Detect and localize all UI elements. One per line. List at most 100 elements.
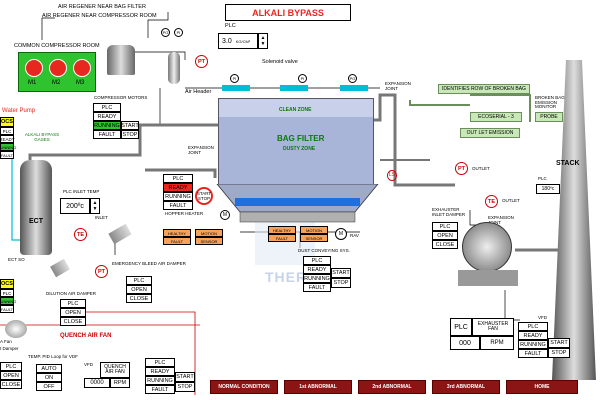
bag-filter-body: CLEAN ZONE BAG FILTER DUSTY ZONE — [218, 98, 374, 186]
quench-plc-label: PLC — [145, 358, 175, 367]
heater-stop-label: STOP — [197, 196, 211, 201]
left-running-status: RUNNING — [0, 143, 17, 151]
dust-ready-status: READY — [303, 265, 331, 274]
exh-damper-open-button[interactable]: OPEN — [432, 231, 458, 240]
motor-m1-label: M1 — [28, 80, 37, 86]
emergency-plc-label: PLC — [126, 276, 152, 285]
nav-normal-condition-button[interactable]: NORMAL CONDITION — [210, 380, 278, 394]
label-common-compressor-room: COMMON COMPRESSOR ROOM — [14, 43, 100, 49]
heater-fault-status: FAULT — [163, 201, 193, 210]
label-hopper-heater: HOPPER HEATER — [165, 211, 204, 216]
quench-on-button[interactable]: ON — [36, 373, 62, 382]
quench-off-button[interactable]: OFF — [36, 382, 62, 391]
exh-fault-status: FAULT — [518, 349, 548, 358]
dust-stop-button[interactable]: STOP — [331, 278, 351, 288]
inlet-temp-updown-button[interactable]: ▲▼ — [90, 198, 100, 214]
emergency-open-button[interactable]: OPEN — [126, 285, 152, 294]
label-ect-so: ECT SO — [8, 257, 25, 262]
ect-tower: ECT — [20, 160, 52, 255]
dust-start-button[interactable]: START — [331, 268, 351, 278]
dilution-close-button[interactable]: CLOSE — [60, 317, 86, 326]
motion-2-status: MOTION — [300, 226, 328, 234]
hopper-icon — [216, 184, 379, 223]
ls-sensor-icon: LS — [387, 170, 398, 181]
label-exhauster-inlet-damper: EXHAUSTER INLET DAMPER — [432, 207, 466, 217]
dust-plc-label: PLC — [303, 256, 331, 265]
emergency-close-button[interactable]: CLOSE — [126, 294, 152, 303]
nav-home-button[interactable]: HOME — [506, 380, 578, 394]
te-sensor-outlet-icon: TE — [485, 195, 498, 208]
solenoid-valve-2 — [280, 85, 308, 91]
stack-plc-label: PLC — [538, 176, 547, 181]
comp-stop-button[interactable]: STOP — [121, 130, 139, 139]
label-dust-conveying: DUST CONVEYING SYS. — [298, 248, 350, 253]
heater-start-stop-button[interactable]: START STOP — [195, 187, 213, 205]
left-ready-status: READY — [0, 135, 15, 143]
pressure-unit: KG/CM² — [235, 38, 251, 44]
healthy-2-status: HEALTHY — [268, 226, 296, 234]
exhauster-vfd-label: VFD — [538, 315, 547, 320]
nav-2nd-abnormal-button[interactable]: 2nd ABNORMAL — [358, 380, 426, 394]
label-outlet: OUTLET — [472, 166, 490, 171]
comp-fault-status: FAULT — [93, 130, 121, 139]
label-expansion-joint-right: EXPANSION JOINT — [488, 215, 514, 225]
quench-stop-button[interactable]: STOP — [175, 382, 195, 392]
pt-sensor-left-icon: PT — [95, 265, 108, 278]
label-rav: RAV — [350, 233, 359, 238]
ocs-fault-status: FAULT — [0, 305, 14, 313]
label-outlet-2: OUTLET — [502, 198, 520, 203]
left-small-plc-label: PLC — [0, 362, 22, 371]
motor-m1-icon[interactable] — [25, 59, 43, 77]
solenoid-valve-3 — [340, 85, 368, 91]
nav-3rd-abnormal-button[interactable]: 3rd ABNORMAL — [432, 380, 500, 394]
dilution-open-button[interactable]: OPEN — [60, 308, 86, 317]
compressor-icon — [107, 45, 135, 75]
quench-running-status: RUNNING — [145, 376, 175, 385]
dust-running-status: RUNNING — [303, 274, 331, 283]
page-title: ALKALI BYPASS — [252, 7, 324, 18]
ocs-top-badge: OCS — [0, 117, 14, 127]
motor-m3-icon[interactable] — [73, 59, 91, 77]
motion-1-status: MOTION — [195, 229, 223, 237]
nav-1st-abnormal-button[interactable]: 1st ABNORMAL — [284, 380, 352, 394]
te-sensor-left-icon: TE — [74, 228, 87, 241]
hopper-motor-icon: M — [220, 210, 230, 220]
pressure-updown-button[interactable]: ▲▼ — [258, 33, 268, 49]
label-outlet-emission: OUT LET EMISSION — [466, 130, 514, 136]
exh-damper-plc-label: PLC — [432, 222, 458, 231]
fault-2-status: FAULT — [268, 234, 296, 242]
ocs-running-status: RUNNING — [0, 297, 17, 305]
quench-start-button[interactable]: START — [175, 372, 195, 382]
pi-gauge-icon: PI — [174, 28, 183, 37]
exh-damper-close-button[interactable]: CLOSE — [432, 240, 458, 249]
heater-plc-label: PLC — [163, 174, 193, 183]
label-ect: ECT — [29, 218, 43, 225]
label-air-regener-compressor: AIR REGENER NEAR COMPRESSOR ROOM — [42, 13, 157, 19]
sensor-1-status: SENSOR — [195, 237, 223, 245]
label-ecoserial: ECOSERIAL - 3 — [478, 114, 514, 120]
left-small-open-button[interactable]: OPEN — [0, 371, 22, 380]
label-bag-filter: BAG FILTER — [277, 134, 325, 143]
pi-gauge-1-icon: PI — [230, 74, 239, 83]
exhauster-fan-icon — [462, 222, 512, 272]
motor-m2-icon[interactable] — [49, 59, 67, 77]
exh-stop-button[interactable]: STOP — [548, 348, 570, 358]
label-quench-air-fan: QUENCH AIR FAN — [60, 333, 112, 339]
quench-auto-button[interactable]: AUTO — [36, 364, 62, 373]
exh-ready-status: READY — [518, 331, 548, 340]
exh-start-button[interactable]: START — [548, 338, 570, 348]
exhauster-plc-label: PLC — [450, 318, 472, 336]
inlet-temp-readout: 200ºc — [60, 198, 90, 214]
label-expansion-joint-top: EXPANSION JOINT — [385, 81, 411, 91]
pt-sensor-icon: PT — [195, 55, 208, 68]
left-small-close-button[interactable]: CLOSE — [0, 380, 22, 389]
comp-start-button[interactable]: START — [121, 121, 139, 130]
exh-plc-label: PLC — [518, 322, 548, 331]
probe-box: PROBE — [535, 112, 563, 122]
quench-vfd-label: VFD — [84, 362, 93, 367]
exh-running-status: RUNNING — [518, 340, 548, 349]
label-inlet: INLET — [95, 215, 108, 220]
rav-motor-icon: M — [335, 228, 347, 240]
label-dusty-zone: DUSTY ZONE — [283, 146, 316, 152]
heater-ready-status: READY — [163, 183, 193, 192]
